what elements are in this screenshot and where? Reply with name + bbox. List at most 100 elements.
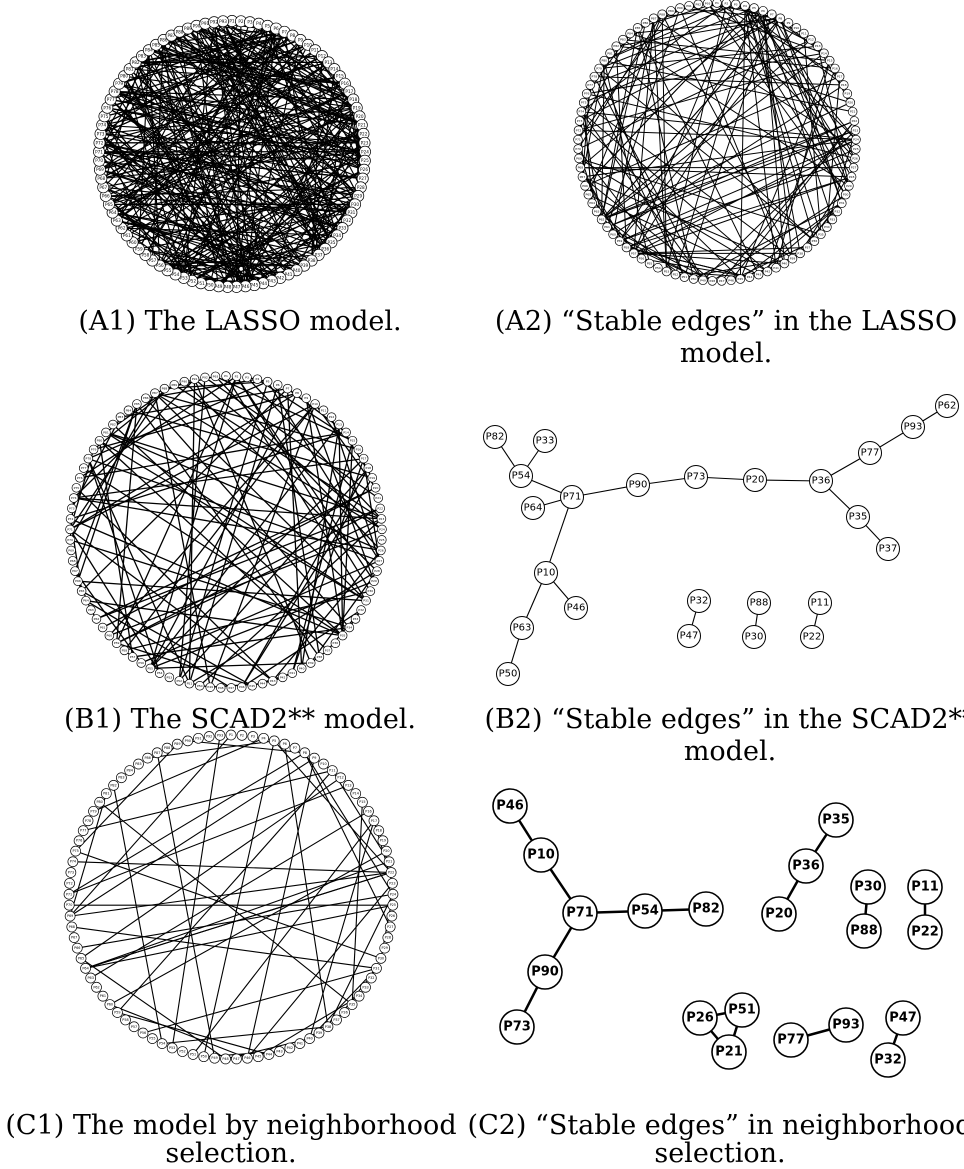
node-label: P47 [228,686,234,690]
node-circle [846,172,857,182]
node-label: P92 [695,2,701,6]
node-label: P92 [202,375,208,379]
node-label: P54 [512,471,531,482]
network-node: P44 [744,272,755,282]
network-node: P54 [154,668,165,678]
network-edge [71,416,122,509]
node-label: P8 [290,33,296,38]
node-label: P35 [349,1003,355,1007]
network-node: P9 [309,752,320,764]
node-circle [151,747,163,759]
node-circle [326,412,337,422]
node-label: P90 [182,380,188,384]
network-node: P64 [80,962,91,974]
network-edge [108,203,237,288]
node-p64: P64 [521,496,545,520]
node-label: P80 [97,439,103,443]
node-label: P1 [229,733,233,737]
node-label: P51 [190,1052,196,1056]
node-circle [599,55,610,66]
network-edge [192,269,297,282]
node-label: P53 [664,270,670,274]
node-label: P20 [746,475,765,486]
node-label: P62 [599,217,605,221]
node-label: P12 [318,54,326,59]
node-label: P3 [734,2,738,6]
node-circle [885,1000,921,1036]
network-edge [170,35,255,286]
node-label: P79 [91,447,97,451]
node-circle [702,0,713,9]
network-edge [117,1011,270,1056]
network-edge [203,740,275,1057]
network-node: P80 [94,796,105,808]
node-label: P13 [336,423,342,427]
node-label: P93 [705,1,711,5]
node-label: P10 [794,26,800,30]
network-edge [616,45,836,69]
node-circle [82,815,94,827]
network-edge [96,507,381,620]
network-edge [598,68,815,242]
node-label: P69 [68,548,74,552]
node-label: P73 [503,1020,531,1035]
network-node: P34 [353,990,365,1002]
network-edge [266,25,359,197]
node-label: P56 [138,661,144,665]
node-circle [387,899,399,911]
node-label: P34 [333,233,341,238]
node-label: P93 [904,422,923,433]
network-node: P66 [71,942,83,954]
node-circle [203,731,215,742]
node-label: P75 [74,486,80,490]
network-node: P92 [208,16,221,29]
network-node: P52 [174,676,185,686]
network-edge [218,124,363,287]
node-circle [341,427,351,438]
network-node: P70 [65,535,75,545]
node-circle [294,1038,306,1049]
node-circle [75,953,87,964]
network-node: P85 [133,758,144,770]
node-circle [108,419,118,430]
node-circle [800,625,824,649]
network-edge [171,735,221,1049]
network-node: P73 [574,116,585,126]
network-edge [693,202,843,280]
node-label: P52 [673,273,679,277]
node-label: P12 [808,38,814,42]
network-node: P46 [242,1052,253,1064]
node-label: P61 [604,225,610,229]
node-circle [133,758,144,770]
node-circle [166,1042,178,1054]
node-circle [100,788,112,799]
network-node: P23 [850,125,861,136]
network-edge [744,5,857,140]
network-edge [688,5,825,54]
network-edge [150,662,311,670]
network-node: P8 [775,13,786,24]
node-circle [274,1046,285,1057]
network-node: P54 [653,263,663,273]
node-circle [834,71,845,82]
network-edge [155,44,281,279]
node-circle [209,1052,220,1064]
node-circle [653,263,663,273]
network-node: P9 [301,393,312,403]
node-circle [850,153,860,164]
node-label: P74 [71,496,77,500]
network-edge [730,240,815,281]
node-circle [367,473,378,483]
node-label: P20 [373,486,379,490]
node-circle [171,738,183,750]
network-edge [154,392,359,451]
node-circle [174,676,185,686]
node-circle [591,206,602,217]
node-label: P86 [643,21,649,25]
network-node: P84 [123,405,134,416]
node-circle [263,1049,275,1060]
node-label: P7 [770,12,774,16]
